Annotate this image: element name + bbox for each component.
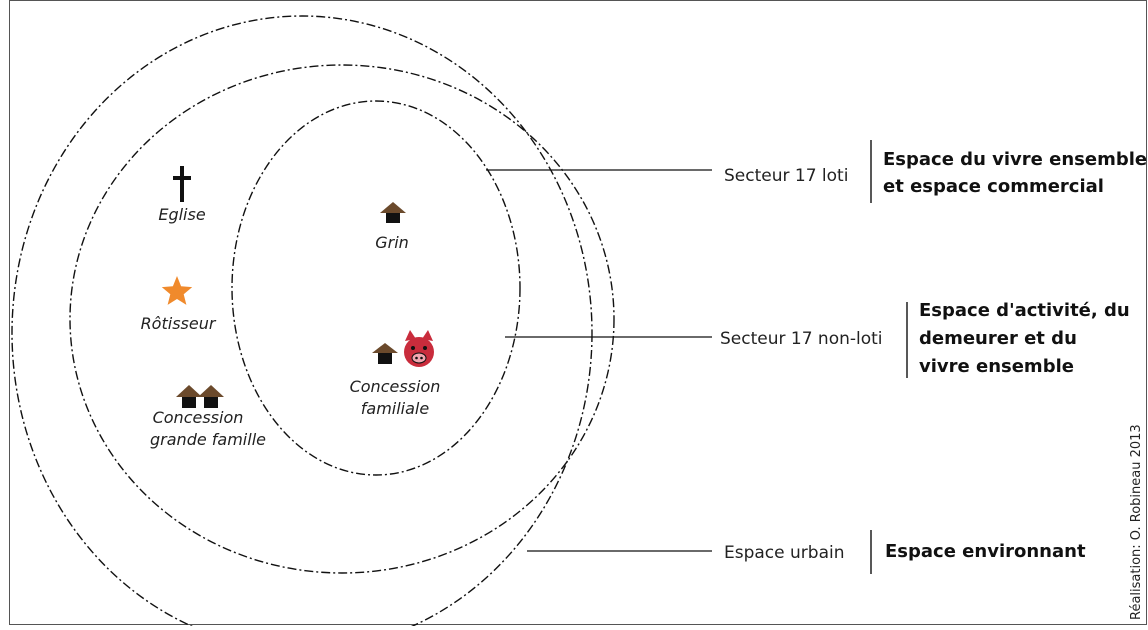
middle-ring-sector-loti — [69, 64, 615, 574]
space-label-non-loti-line3: vivre ensemble — [919, 356, 1074, 377]
place-label-family-compound-line2: familiale — [361, 399, 430, 418]
cross-icon — [173, 166, 191, 202]
credit-text: Réalisation: O. Robineau 2013 — [1129, 424, 1144, 620]
place-label-grin: Grin — [375, 233, 409, 252]
space-label-non-loti-line1: Espace d'activité, du — [919, 300, 1130, 321]
hut-icon — [380, 202, 406, 223]
hut-icon — [372, 343, 398, 364]
place-label-extended-family-line2: grande famille — [150, 430, 266, 449]
pig-icon — [404, 330, 434, 367]
star-icon — [161, 276, 193, 305]
sector-label-non-loti: Secteur 17 non-loti — [720, 329, 883, 349]
place-label-family-compound-line1: Concession — [350, 377, 441, 396]
place-label-church: Eglise — [158, 205, 205, 224]
outer-ring-urban-space — [11, 15, 593, 630]
space-label-loti-line1: Espace du vivre ensemble — [883, 149, 1147, 170]
double-hut-icon — [176, 385, 224, 408]
sector-label-loti: Secteur 17 loti — [724, 166, 848, 186]
space-label-urbain: Espace environnant — [885, 541, 1086, 562]
inner-ring-sector-non-loti — [231, 100, 521, 476]
space-label-non-loti-line2: demeurer et du — [919, 328, 1077, 349]
frame-border — [9, 0, 1147, 625]
place-label-extended-family-line1: Concession — [153, 408, 244, 427]
place-label-rotisseur: Rôtisseur — [141, 314, 217, 333]
space-label-loti-line2: et espace commercial — [883, 176, 1104, 197]
sector-label-urbain: Espace urbain — [724, 543, 845, 563]
